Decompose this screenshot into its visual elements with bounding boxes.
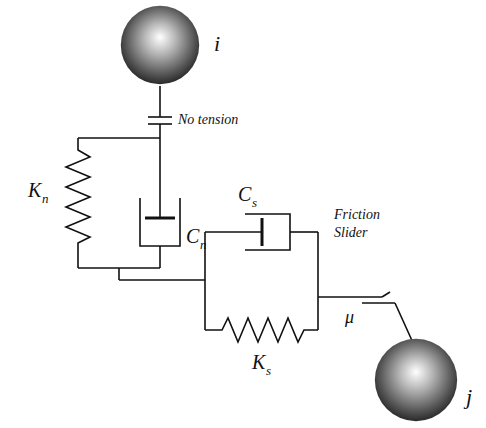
particle-label: j: [466, 386, 472, 408]
sphere-particle: j: [374, 338, 458, 422]
sphere-particle: i: [120, 5, 200, 85]
symbol-subscript: n: [42, 192, 49, 205]
particle-label: i: [214, 33, 220, 55]
note-label: Friction Slider: [334, 206, 394, 241]
sphere-shape: [120, 5, 200, 85]
symbol-subscript: n: [200, 238, 207, 251]
symbol-subscript: s: [266, 364, 271, 377]
symbol-label: C: [186, 226, 199, 246]
symbol-label: K: [28, 180, 41, 200]
note-label: No tension: [178, 113, 238, 127]
symbol-subscript: s: [252, 196, 257, 209]
symbol-label: μ: [345, 308, 354, 326]
symbol-label: C: [238, 184, 251, 204]
symbol-label: K: [252, 352, 265, 372]
sphere-shape: [374, 338, 458, 422]
